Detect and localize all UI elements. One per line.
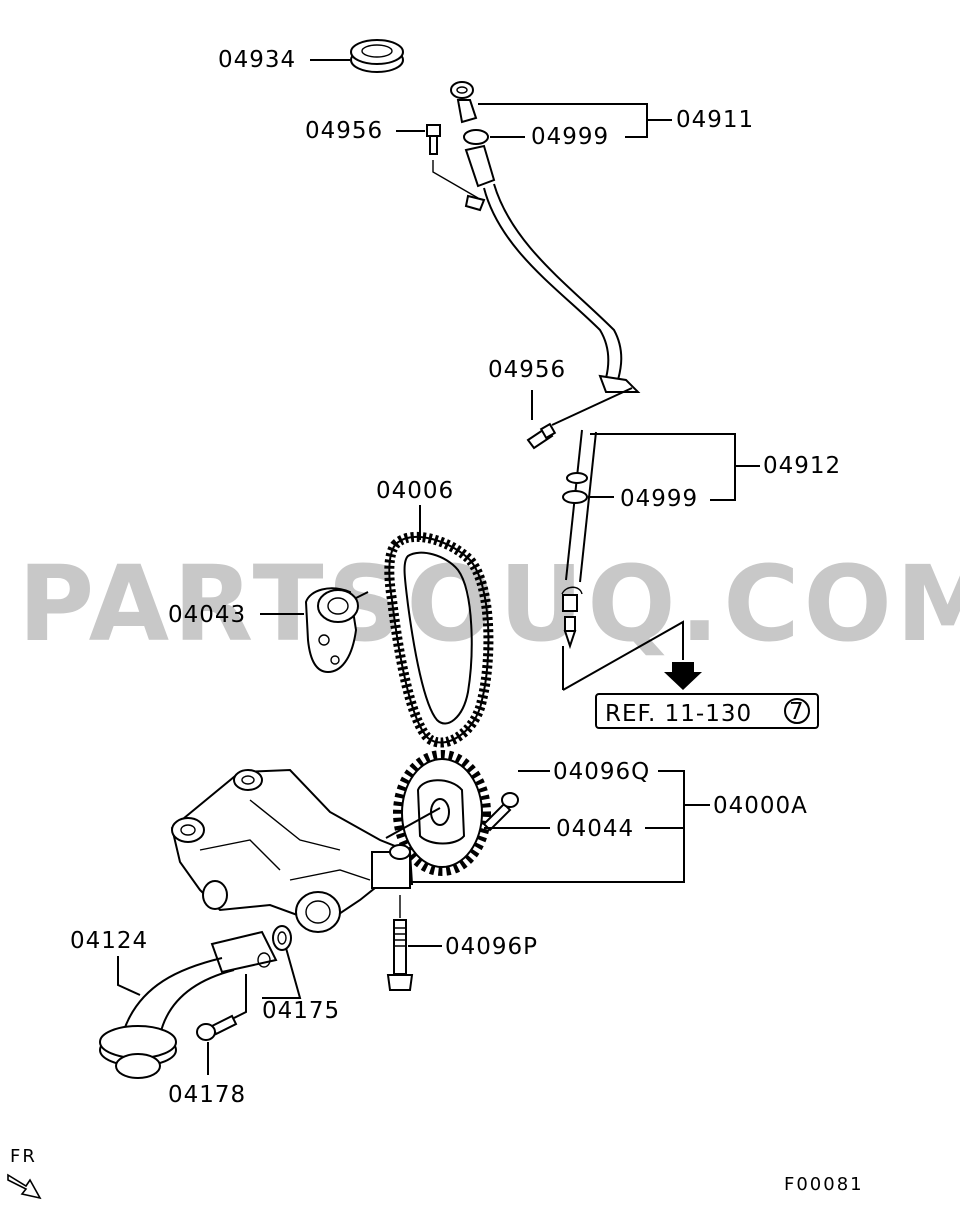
label-04178[interactable]: 04178 [168, 1082, 246, 1108]
part-04006-chain[interactable] [384, 531, 494, 748]
part-04043-tensioner[interactable] [304, 587, 369, 674]
part-04124-strainer[interactable] [99, 930, 278, 1079]
label-04006[interactable]: 04006 [376, 478, 454, 504]
figure-code: F00081 [784, 1174, 864, 1195]
direction-arrow-icon [7, 1173, 42, 1200]
part-oil-pump-body[interactable] [170, 768, 441, 933]
label-04124[interactable]: 04124 [70, 928, 148, 954]
part-04934-cap[interactable] [350, 39, 404, 73]
label-04999-mid[interactable]: 04999 [620, 486, 698, 512]
label-04956-top[interactable]: 04956 [305, 118, 383, 144]
label-04999-top[interactable]: 04999 [531, 124, 609, 150]
part-04096P-bolt[interactable] [386, 919, 414, 991]
label-04175[interactable]: 04175 [262, 998, 340, 1024]
ref-box[interactable]: REF. 11-130 7 [595, 693, 819, 729]
label-04096Q[interactable]: 04096Q [553, 759, 650, 785]
label-04934[interactable]: 04934 [218, 47, 296, 73]
part-04911-dipstick[interactable] [450, 81, 623, 381]
part-04175-gasket[interactable] [272, 925, 292, 951]
ref-circle-icon [784, 698, 810, 724]
direction-label: FR [10, 1146, 37, 1167]
label-04044[interactable]: 04044 [556, 816, 634, 842]
label-04956-mid[interactable]: 04956 [488, 357, 566, 383]
label-04000A[interactable]: 04000A [713, 793, 808, 819]
part-04912-tube[interactable] [561, 374, 641, 650]
part-04956-mid-bolt[interactable] [526, 422, 557, 450]
part-04956-top-bolt[interactable] [426, 124, 486, 212]
label-04912[interactable]: 04912 [763, 453, 841, 479]
ref-circle-number: 7 [789, 699, 805, 725]
part-04044-sprocket[interactable] [393, 750, 491, 876]
label-04043[interactable]: 04043 [168, 602, 246, 628]
part-04178-bolt[interactable] [196, 1014, 238, 1041]
ref-text: REF. 11-130 [605, 701, 752, 727]
label-04911[interactable]: 04911 [676, 107, 754, 133]
ref-arrow-icon [664, 662, 702, 690]
part-04096Q-bolt[interactable] [482, 792, 519, 832]
label-04096P[interactable]: 04096P [445, 934, 538, 960]
